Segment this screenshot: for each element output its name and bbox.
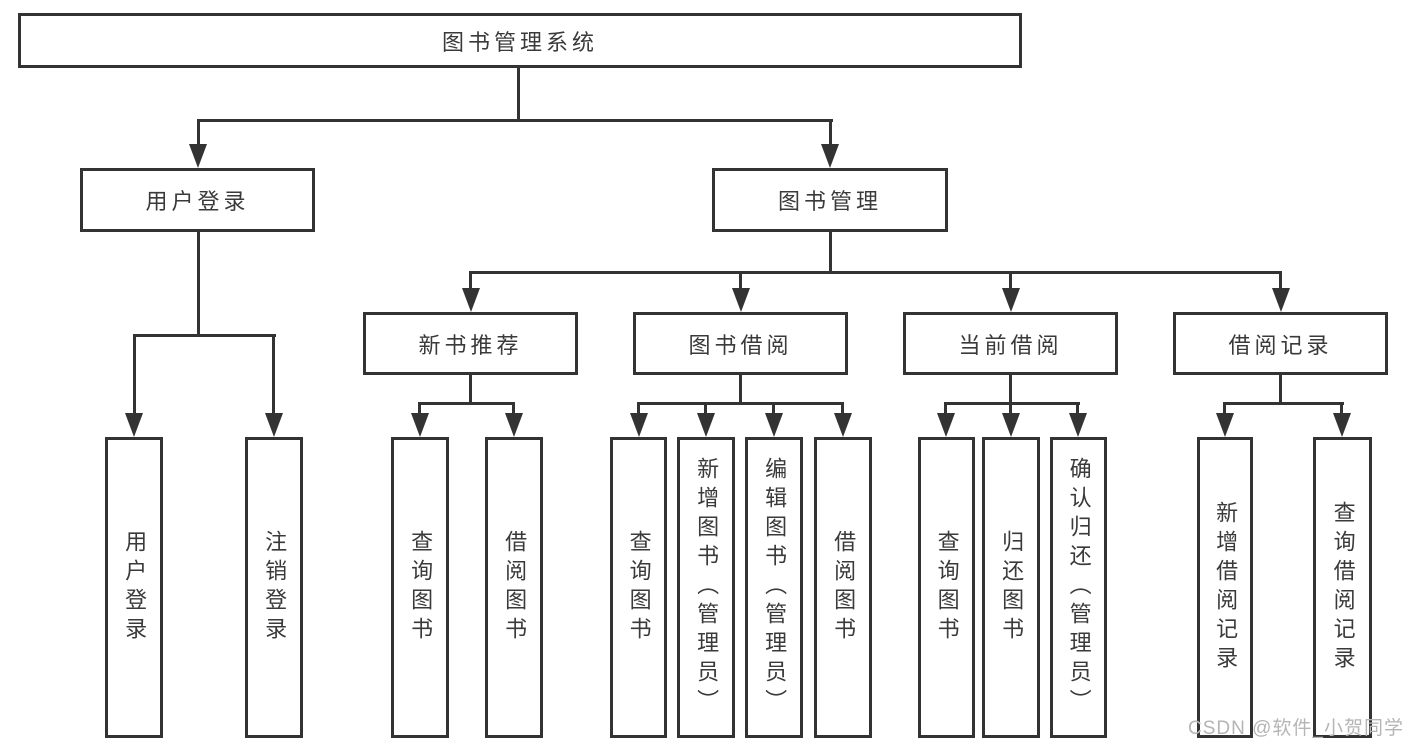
leaf-borrow-borrow-books-label: 借阅图书 bbox=[831, 529, 857, 646]
connector-leaf-drop bbox=[637, 402, 640, 420]
leaf-newbook-borrow-books: 借阅图书 bbox=[485, 437, 543, 738]
arrow-down-icon bbox=[834, 413, 852, 437]
node-borrow-records-label: 借阅记录 bbox=[1228, 332, 1333, 358]
connector-leaf-drop bbox=[418, 402, 421, 420]
connector-user-login-drop bbox=[197, 119, 200, 149]
connector-borrow-records-stem bbox=[1279, 373, 1282, 405]
leaf-newbook-borrow-books-label: 借阅图书 bbox=[502, 529, 528, 646]
watermark: CSDN @软件_小贺同学 bbox=[1188, 718, 1404, 739]
arrow-down-icon bbox=[1272, 288, 1290, 312]
leaf-borrow-add-books-admin: 新增图书（管理员） bbox=[677, 437, 735, 738]
node-current-borrow-label: 当前借阅 bbox=[958, 332, 1063, 358]
leaf-newbook-query-books: 查询图书 bbox=[391, 437, 449, 738]
connector-book-mgmt-drop bbox=[829, 119, 832, 149]
leaf-records-add-record-label: 新增借阅记录 bbox=[1213, 500, 1239, 675]
node-user-login: 用户登录 bbox=[80, 168, 315, 232]
connector-leaf-drop bbox=[1223, 402, 1226, 420]
connector-current-borrow-rail bbox=[945, 402, 1080, 405]
node-book-management-label: 图书管理 bbox=[777, 189, 882, 214]
leaf-borrow-add-books-admin-label: 新增图书（管理员） bbox=[694, 457, 720, 718]
connector-level1-rail bbox=[197, 119, 833, 122]
connector-leaf-drop bbox=[1009, 271, 1012, 293]
arrow-down-icon bbox=[189, 144, 207, 168]
connector-leaf-drop bbox=[739, 271, 742, 293]
arrow-down-icon bbox=[462, 288, 480, 312]
arrow-down-icon bbox=[1333, 413, 1351, 437]
connector-user-login-stem bbox=[197, 230, 200, 337]
arrow-down-icon bbox=[411, 413, 429, 437]
leaf-user-login: 用户登录 bbox=[105, 437, 163, 738]
arrow-down-icon bbox=[937, 413, 955, 437]
leaf-current-query-books-label: 查询图书 bbox=[934, 529, 960, 646]
connector-leaf-drop bbox=[704, 402, 707, 420]
arrow-down-icon bbox=[1069, 413, 1087, 437]
arrow-down-icon bbox=[125, 413, 143, 437]
leaf-borrow-edit-books-admin: 编辑图书（管理员） bbox=[745, 437, 803, 738]
arrow-down-icon bbox=[265, 413, 283, 437]
connector-user-login-rail bbox=[133, 334, 276, 337]
leaf-newbook-query-books-label: 查询图书 bbox=[408, 529, 434, 646]
arrow-down-icon bbox=[630, 413, 648, 437]
connector-new-book-rail bbox=[419, 402, 515, 405]
node-book-borrow-label: 图书借阅 bbox=[688, 332, 793, 358]
arrow-down-icon bbox=[821, 144, 839, 168]
leaf-current-confirm-return-admin-label: 确认归还（管理员） bbox=[1066, 457, 1092, 718]
leaf-current-query-books: 查询图书 bbox=[918, 437, 975, 738]
node-new-book-recommend-label: 新书推荐 bbox=[418, 332, 523, 358]
connector-current-borrow-stem bbox=[1009, 373, 1012, 405]
arrow-down-icon bbox=[1002, 413, 1020, 437]
leaf-borrow-edit-books-admin-label: 编辑图书（管理员） bbox=[762, 457, 788, 718]
node-user-login-label: 用户登录 bbox=[145, 189, 250, 214]
leaf-current-confirm-return-admin: 确认归还（管理员） bbox=[1050, 437, 1107, 738]
connector-leaf-drop bbox=[512, 402, 515, 420]
leaf-borrow-query-books: 查询图书 bbox=[610, 437, 667, 738]
arrow-down-icon bbox=[732, 288, 750, 312]
leaf-current-return-books-label: 归还图书 bbox=[999, 529, 1025, 646]
connector-level2-rail bbox=[469, 271, 1282, 274]
node-library-system: 图书管理系统 bbox=[18, 13, 1022, 68]
leaf-user-login-label: 用户登录 bbox=[122, 529, 148, 646]
connector-leaf-drop bbox=[1009, 402, 1012, 420]
connector-book-borrow-stem bbox=[739, 373, 742, 405]
connector-leaf-drop bbox=[841, 402, 844, 420]
leaf-borrow-borrow-books: 借阅图书 bbox=[814, 437, 872, 738]
connector-leaf-drop bbox=[1279, 271, 1282, 293]
leaf-records-query-record: 查询借阅记录 bbox=[1313, 437, 1372, 738]
connector-leaf-drop bbox=[1340, 402, 1343, 420]
leaf-records-add-record: 新增借阅记录 bbox=[1197, 437, 1253, 738]
connector-book-borrow-rail bbox=[637, 402, 844, 405]
connector-book-mgmt-stem bbox=[829, 230, 832, 274]
connector-root-stem bbox=[517, 66, 520, 122]
leaf-current-return-books: 归还图书 bbox=[982, 437, 1040, 738]
connector-leaf-drop bbox=[469, 271, 472, 293]
connector-leaf-drop bbox=[1076, 402, 1079, 420]
connector-leaf-drop bbox=[272, 334, 275, 419]
connector-new-book-stem bbox=[469, 373, 472, 405]
leaf-logout-label: 注销登录 bbox=[262, 529, 288, 646]
leaf-borrow-query-books-label: 查询图书 bbox=[626, 529, 652, 646]
node-book-borrow: 图书借阅 bbox=[633, 312, 848, 375]
arrow-down-icon bbox=[1216, 413, 1234, 437]
connector-leaf-drop bbox=[772, 402, 775, 420]
connector-leaf-drop bbox=[133, 334, 136, 419]
node-library-system-label: 图书管理系统 bbox=[441, 29, 598, 55]
node-borrow-records: 借阅记录 bbox=[1173, 312, 1388, 375]
arrow-down-icon bbox=[697, 413, 715, 437]
arrow-down-icon bbox=[505, 413, 523, 437]
leaf-logout: 注销登录 bbox=[245, 437, 303, 738]
node-current-borrow: 当前借阅 bbox=[903, 312, 1118, 375]
node-new-book-recommend: 新书推荐 bbox=[363, 312, 578, 375]
connector-leaf-drop bbox=[944, 402, 947, 420]
node-book-management: 图书管理 bbox=[712, 168, 948, 232]
arrow-down-icon bbox=[1002, 288, 1020, 312]
leaf-records-query-record-label: 查询借阅记录 bbox=[1330, 500, 1356, 675]
arrow-down-icon bbox=[765, 413, 783, 437]
connector-borrow-records-rail bbox=[1224, 402, 1344, 405]
